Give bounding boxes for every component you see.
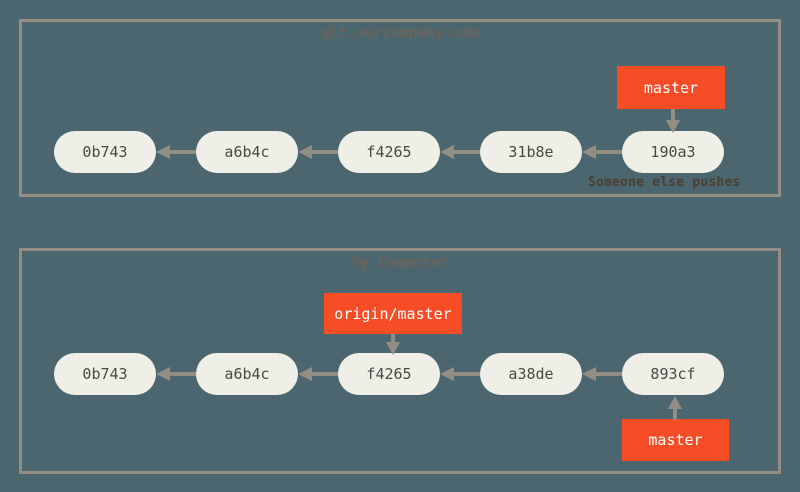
- parent-arrow-icon: [298, 367, 338, 381]
- parent-arrow-icon: [582, 145, 622, 159]
- branch-pointer-arrow-icon: [668, 396, 682, 420]
- commit-node: a6b4c: [196, 353, 298, 395]
- parent-arrow-icon: [156, 367, 196, 381]
- parent-arrow-icon: [440, 145, 480, 159]
- panel-local-repository: [19, 248, 781, 474]
- parent-arrow-icon: [582, 367, 622, 381]
- branch-label-master-local: master: [622, 419, 729, 461]
- branch-label-origin-master: origin/master: [324, 293, 462, 334]
- parent-arrow-icon: [298, 145, 338, 159]
- commit-node: f4265: [338, 131, 440, 173]
- commit-node: a38de: [480, 353, 582, 395]
- commit-node: 190a3: [622, 131, 724, 173]
- branch-pointer-arrow-icon: [386, 334, 400, 355]
- panel-remote-title: git.ourcompany.com: [321, 25, 479, 41]
- parent-arrow-icon: [156, 145, 196, 159]
- annotation-someone-else-pushes: Someone else pushes: [588, 175, 741, 190]
- commit-node: 0b743: [54, 131, 156, 173]
- commit-node: 31b8e: [480, 131, 582, 173]
- commit-node: f4265: [338, 353, 440, 395]
- parent-arrow-icon: [440, 367, 480, 381]
- panel-remote-repository: [19, 19, 781, 197]
- branch-label-master-remote: master: [617, 66, 725, 109]
- commit-node: 0b743: [54, 353, 156, 395]
- branch-pointer-arrow-icon: [666, 109, 680, 133]
- commit-node: a6b4c: [196, 131, 298, 173]
- commit-node: 893cf: [622, 353, 724, 395]
- panel-local-title: My Computer: [351, 255, 449, 271]
